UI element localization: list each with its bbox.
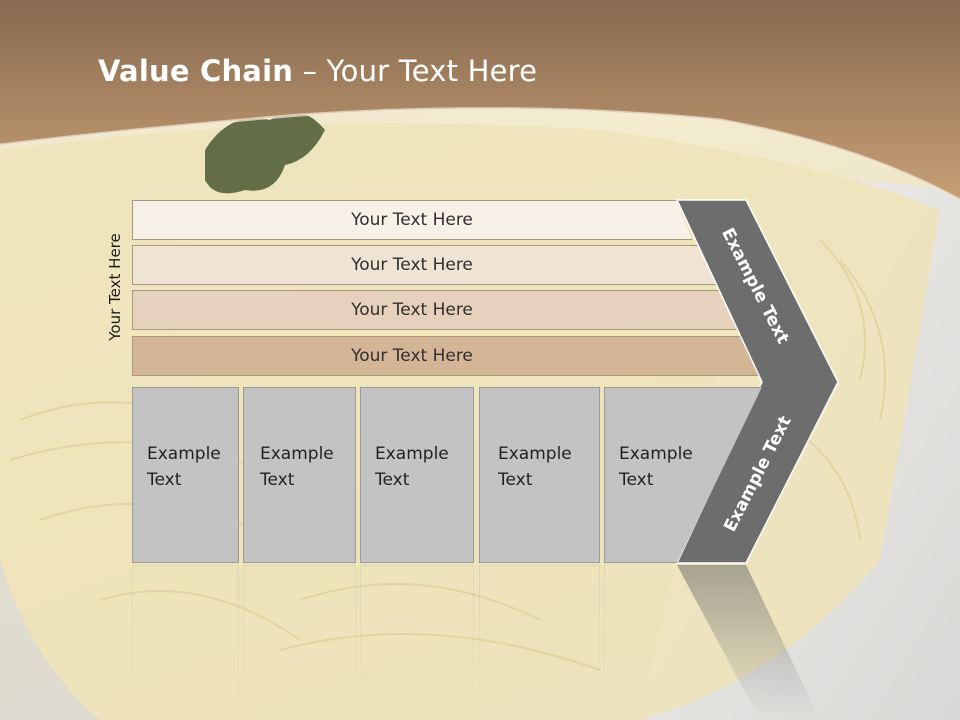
box-1-line2: Text — [147, 470, 182, 490]
band-4-label: Your Text Here — [351, 346, 473, 366]
box-4-line2: Text — [498, 470, 533, 490]
box-4-line1: Example — [498, 444, 572, 464]
band-2-label: Your Text Here — [351, 255, 473, 275]
band-2: Your Text Here — [132, 245, 716, 285]
box-3-line1: Example — [375, 444, 449, 464]
box-1-line1: Example — [147, 444, 221, 464]
box-2-line1: Example — [260, 444, 334, 464]
title-bold: Value Chain — [98, 54, 294, 88]
box-5-line2: Text — [619, 470, 654, 490]
band-3-label: Your Text Here — [351, 300, 473, 320]
box-5-line1: Example — [619, 444, 693, 464]
title-rest: – Your Text Here — [293, 54, 538, 88]
slide-title: Value Chain – Your Text Here — [98, 54, 537, 88]
box-3-line2: Text — [375, 470, 410, 490]
box-2-line2: Text — [260, 470, 295, 490]
band-4: Your Text Here — [132, 336, 764, 376]
band-3: Your Text Here — [132, 290, 740, 330]
boxes-reflection — [132, 565, 772, 720]
band-1-label: Your Text Here — [351, 210, 473, 230]
band-1: Your Text Here — [132, 200, 692, 240]
